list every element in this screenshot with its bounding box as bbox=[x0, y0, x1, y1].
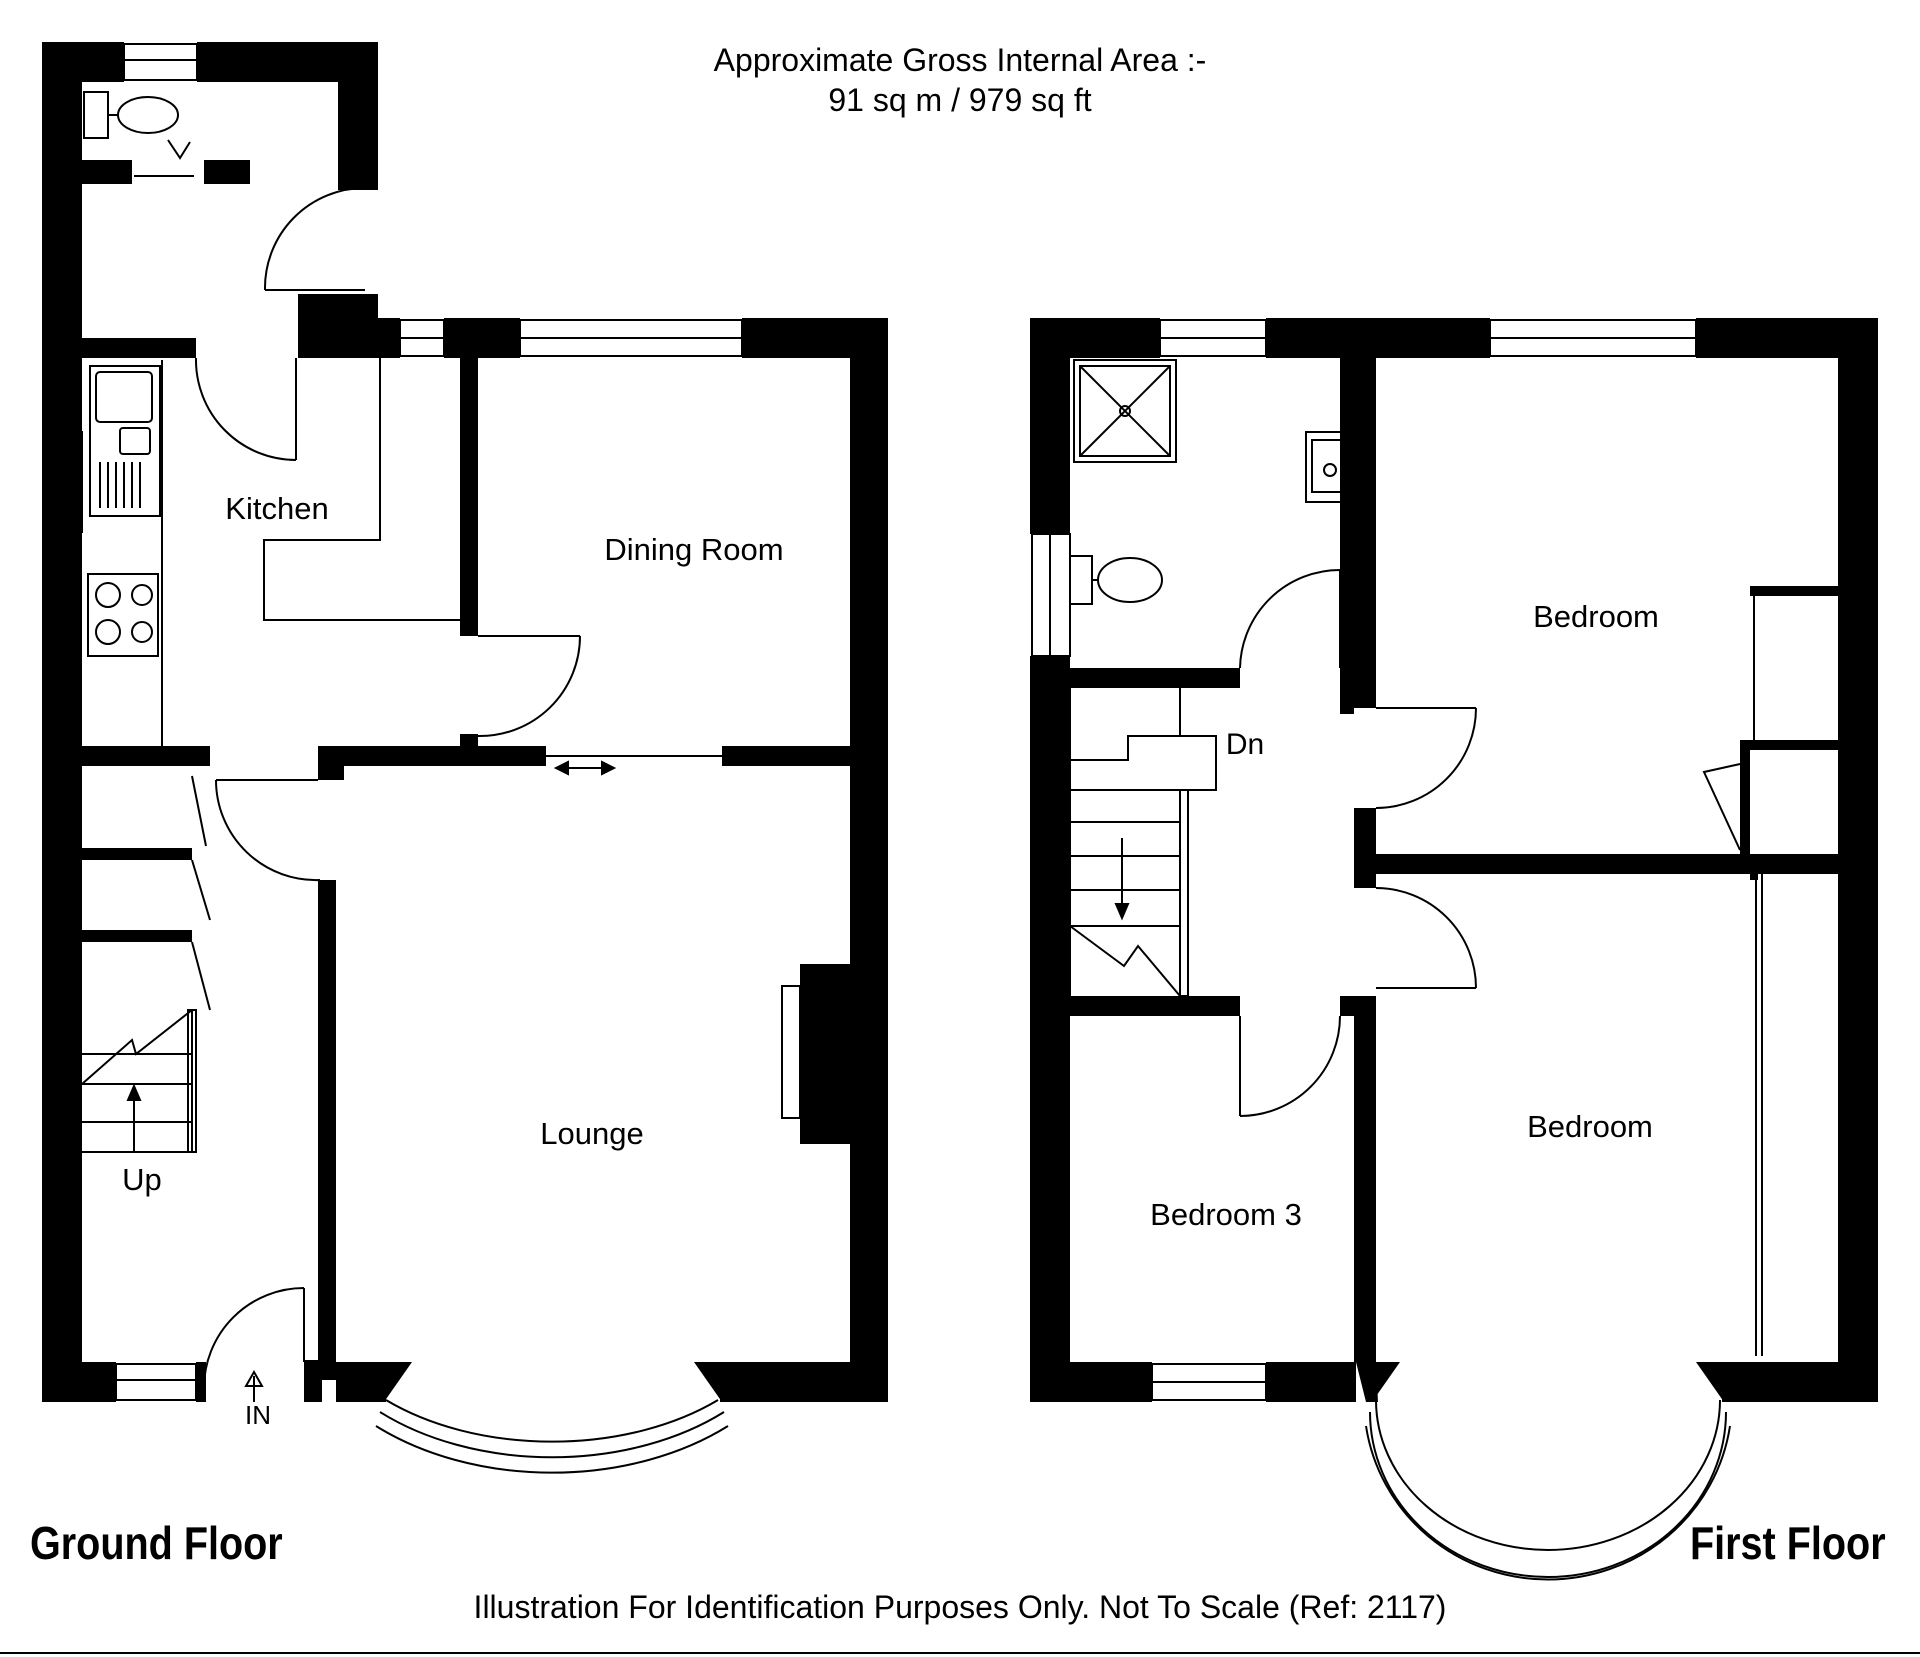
lounge-label: Lounge bbox=[540, 1116, 643, 1151]
ground-floor-plan: Kitchen Dining Room Lounge Up IN bbox=[42, 42, 888, 1474]
kitchen-units bbox=[87, 358, 460, 746]
bottom-divider bbox=[0, 1652, 1920, 1654]
stairs bbox=[81, 1009, 197, 1153]
bedroom-rear-label: Bedroom bbox=[1533, 599, 1659, 634]
stairs-up-label: Up bbox=[122, 1162, 162, 1197]
ground-floor-title: Ground Floor bbox=[30, 1517, 283, 1569]
area-line-2: 91 sq m / 979 sq ft bbox=[828, 82, 1092, 118]
stairs-down-label: Dn bbox=[1226, 728, 1264, 761]
kitchen-label: Kitchen bbox=[225, 491, 328, 526]
entrance-label: IN bbox=[245, 1400, 271, 1430]
bay-window bbox=[375, 1399, 729, 1474]
walls bbox=[1030, 318, 1878, 1402]
doors bbox=[191, 187, 581, 1389]
bedroom-3-label: Bedroom 3 bbox=[1150, 1197, 1302, 1232]
sliding-door bbox=[244, 755, 801, 1402]
first-floor-plan: Dn Bedroom Bedroom Bedroom 3 bbox=[1030, 318, 1878, 1581]
first-floor-title: First Floor bbox=[1690, 1517, 1886, 1569]
wc-toilet bbox=[83, 91, 194, 177]
windows bbox=[43, 43, 743, 1401]
walls bbox=[42, 42, 888, 1402]
doors bbox=[1239, 569, 1763, 1356]
bay-window bbox=[1365, 1399, 1731, 1581]
area-line-1: Approximate Gross Internal Area :- bbox=[713, 42, 1207, 78]
bathroom-fixtures bbox=[1069, 359, 1355, 605]
bedroom-front-label: Bedroom bbox=[1527, 1109, 1653, 1144]
dining-room-label: Dining Room bbox=[604, 532, 783, 567]
stairs bbox=[1069, 688, 1217, 997]
disclaimer: Illustration For Identification Purposes… bbox=[473, 1589, 1447, 1625]
